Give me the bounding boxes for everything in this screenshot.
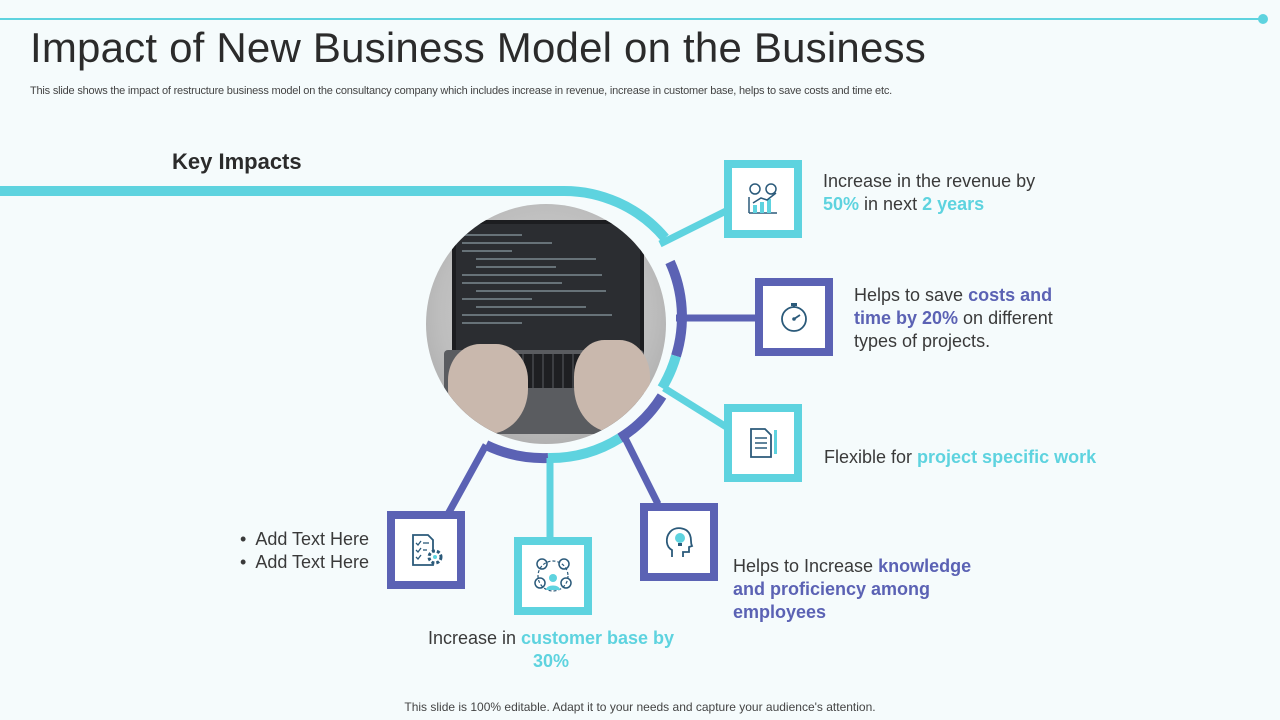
revenue-growth-icon [748,183,777,214]
document-icon [750,428,777,458]
checklist-gear-icon [412,534,443,566]
impact-costs-text: Helps to save costs and time by 20% on d… [854,285,1053,351]
idea-head-icon [665,527,694,557]
section-heading: Key Impacts [172,149,302,174]
stopwatch-icon-box [755,278,833,356]
page-subtitle: This slide shows the impact of restructu… [30,85,892,97]
page-title: Impact of New Business Model on the Busi… [30,24,926,71]
connector-6 [444,443,490,516]
customer-base-icon-box [514,537,592,615]
right-hand [574,340,650,432]
impact-customer-text: Increase in customer base by 30% [427,628,675,671]
connector-1 [658,206,730,248]
top-accent-line [0,18,1262,20]
arc-segment-6 [483,440,549,464]
document-icon-box [724,404,802,482]
stopwatch-icon [781,303,807,332]
key-impacts-band [0,185,669,242]
laptop-photo [426,204,666,444]
left-hand [448,344,528,434]
bullet-item-2: • Add Text Here [240,552,370,572]
impact-revenue-text: Increase in the revenue by 50% in next 2… [823,171,1036,214]
connector-3 [662,385,730,431]
checklist-gear-icon-box [387,511,465,589]
arc-segment-5 [547,433,623,464]
footer-note: This slide is 100% editable. Adapt it to… [404,700,876,714]
customer-base-icon [534,558,572,592]
laptop-screen [452,220,644,358]
bullet-item-1: • Add Text Here [240,529,370,549]
arc-segment-3 [657,354,681,391]
revenue-growth-icon-box [724,160,802,238]
connector-4 [618,430,662,506]
impact-knowledge-text: Helps to Increase knowledge and proficie… [733,556,972,622]
idea-head-icon-box [640,503,718,581]
arc-segment-2 [665,259,687,358]
impact-flexible-text: Flexible for project specific work [824,447,1097,467]
top-accent-dot [1258,14,1268,24]
